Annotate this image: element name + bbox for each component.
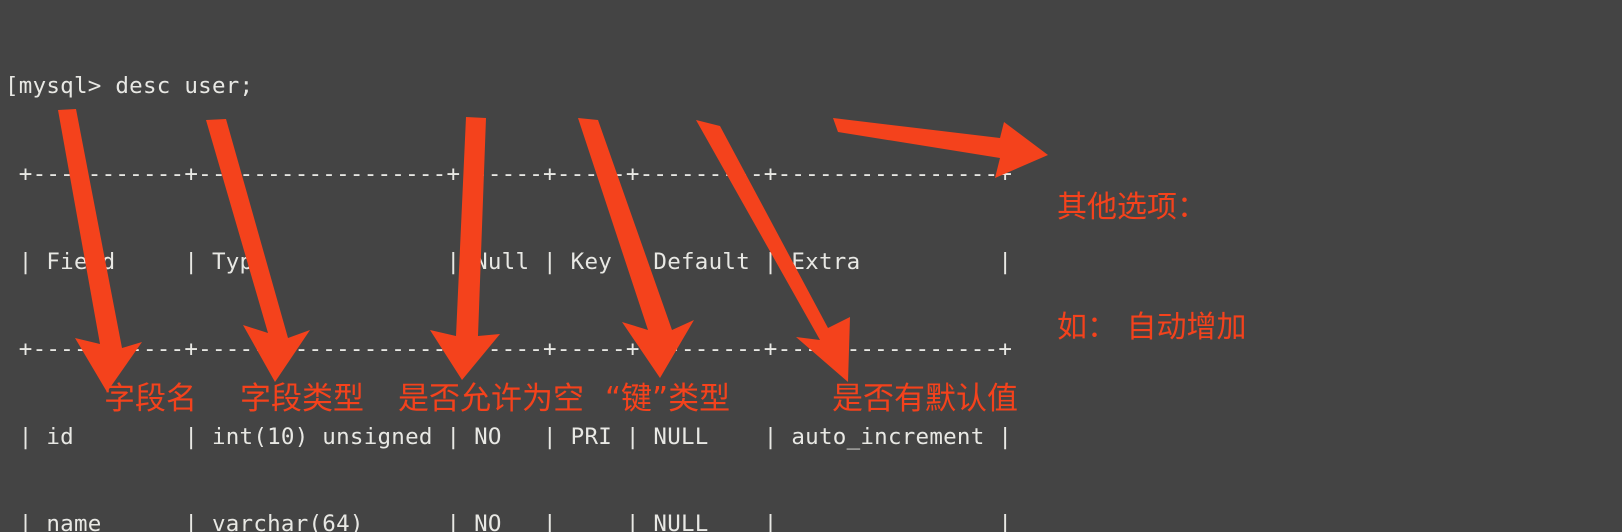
- table-top-border: +-----------+------------------+------+-…: [5, 161, 1013, 187]
- terminal-output: [mysql> desc user; +-----------+--------…: [5, 14, 1105, 532]
- annotation-has-default: 是否有默认值: [832, 381, 1018, 417]
- annotation-extra-options: 其他选项： 如： 自动增加: [1057, 108, 1247, 428]
- annotation-field-type: 字段类型: [240, 381, 364, 417]
- annotation-nullable: 是否允许为空: [398, 381, 584, 417]
- annotation-extra-line-1: 其他选项：: [1057, 190, 1207, 225]
- table-row: | name | varchar(64) | NO | | NULL | |: [5, 511, 1013, 532]
- command-line: [mysql> desc user;: [5, 73, 254, 100]
- annotation-field-name: 字段名: [104, 381, 197, 417]
- annotation-key-type: “键”类型: [605, 381, 731, 417]
- table-header-row: | Field | Type | Null | Key | Default | …: [5, 248, 1013, 275]
- table-header-rule: +-----------+------------------+------+-…: [5, 336, 1013, 363]
- table-row: | id | int(10) unsigned | NO | PRI | NUL…: [5, 423, 1013, 450]
- annotation-extra-line-2: 如： 自动增加: [1057, 310, 1247, 345]
